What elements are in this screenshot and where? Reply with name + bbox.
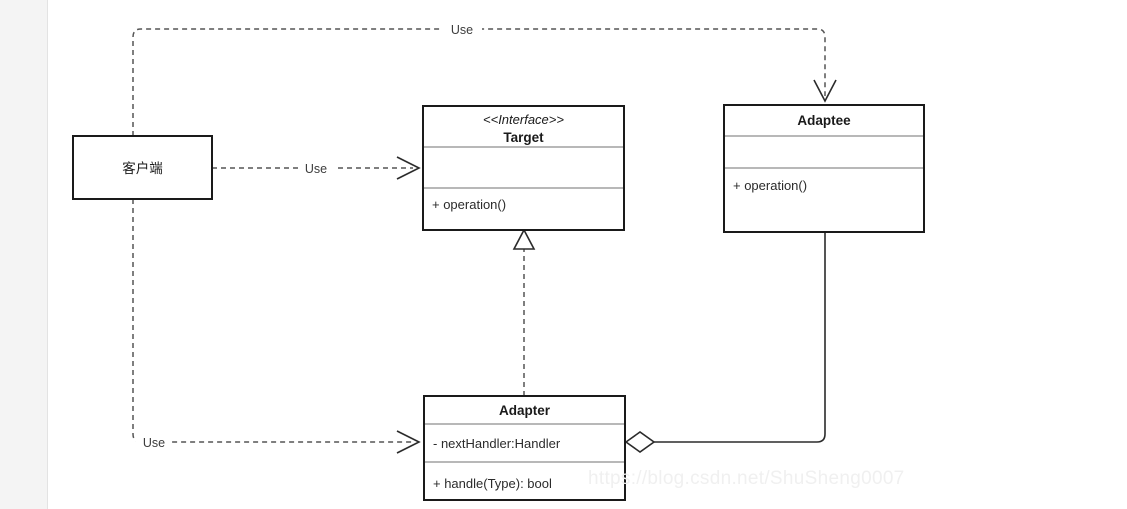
edge-client-to-target-arrowhead bbox=[396, 156, 421, 180]
class-box-adapter-operation-0: + handle(Type): bool bbox=[433, 476, 552, 491]
class-box-client[interactable]: 客户端 bbox=[72, 135, 213, 200]
edge-client-to-adaptee[interactable]: Use bbox=[132, 20, 837, 136]
edge-adapter-aggregates-adaptee-diamond bbox=[624, 431, 656, 453]
class-box-adapter-attribute-0: - nextHandler:Handler bbox=[433, 436, 561, 451]
edge-client-to-adapter-label: Use bbox=[143, 436, 165, 450]
edge-client-to-adaptee-label: Use bbox=[451, 23, 473, 37]
watermark-text: https://blog.csdn.net/ShuSheng0007 bbox=[588, 468, 905, 489]
edge-adapter-realizes-target-arrowhead bbox=[512, 228, 536, 250]
edge-client-to-adaptee-label-bg bbox=[442, 20, 482, 38]
class-box-adaptee-name: Adaptee bbox=[797, 113, 851, 128]
class-box-adaptee-operation-0: + operation() bbox=[733, 178, 807, 193]
edge-client-to-target-label: Use bbox=[305, 162, 327, 176]
edge-adapter-realizes-target[interactable] bbox=[512, 228, 536, 396]
edge-client-to-adapter-label-bg bbox=[136, 433, 172, 451]
edge-client-to-adaptee-arrowhead bbox=[813, 79, 837, 103]
class-box-target-frame bbox=[422, 105, 625, 231]
edge-client-to-target[interactable]: Use bbox=[212, 156, 421, 180]
class-box-target-operation-0: + operation() bbox=[432, 197, 506, 212]
class-box-target-stereotype: <<Interface>> bbox=[483, 112, 564, 127]
class-box-target-name: Target bbox=[503, 130, 544, 145]
class-box-adapter[interactable]: Adapter - nextHandler:Handler + handle(T… bbox=[423, 395, 626, 501]
class-box-adapter-frame bbox=[423, 395, 626, 501]
class-box-client-frame bbox=[72, 135, 213, 200]
edge-adapter-aggregates-adaptee[interactable] bbox=[624, 233, 826, 453]
edge-client-to-adapter-line bbox=[132, 199, 413, 443]
edge-client-to-adapter[interactable]: Use bbox=[132, 199, 421, 454]
class-box-target[interactable]: <<Interface>> Target + operation() bbox=[422, 105, 625, 231]
left-gutter-strip bbox=[0, 0, 48, 509]
edge-client-to-adapter-arrowhead bbox=[396, 430, 421, 454]
class-box-adaptee[interactable]: Adaptee + operation() bbox=[723, 104, 925, 233]
edge-adapter-aggregates-adaptee-line bbox=[654, 233, 826, 443]
class-box-adapter-name: Adapter bbox=[499, 403, 551, 418]
class-box-client-name: 客户端 bbox=[122, 160, 163, 176]
edge-client-to-target-label-bg bbox=[298, 159, 334, 177]
edge-client-to-adaptee-line bbox=[132, 28, 826, 136]
